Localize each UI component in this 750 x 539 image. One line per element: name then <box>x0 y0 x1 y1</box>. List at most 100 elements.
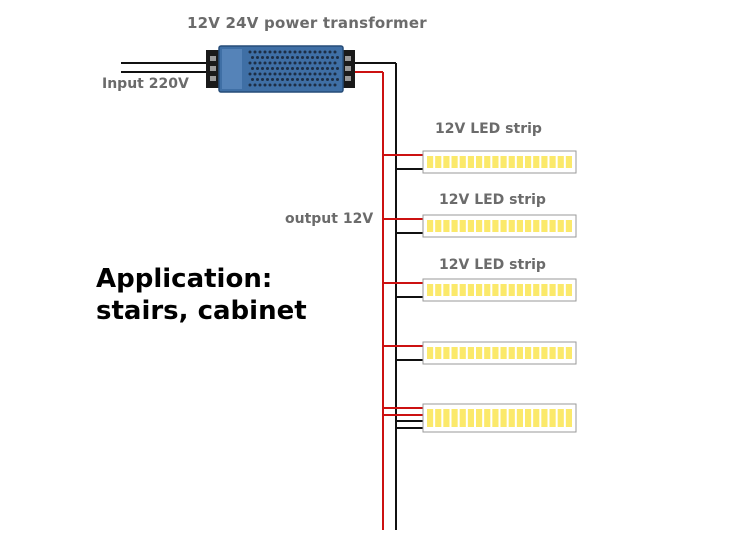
vent-hole <box>293 50 297 54</box>
vent-hole <box>336 67 339 70</box>
vent-hole <box>298 61 302 65</box>
led-chip <box>492 347 499 359</box>
vent-hole <box>308 72 312 76</box>
led-chip <box>467 156 474 168</box>
strip-label-1: 12V LED strip <box>435 121 542 137</box>
vent-hole <box>276 67 279 70</box>
vent-hole <box>298 50 302 54</box>
vent-hole <box>258 72 262 76</box>
vent-hole <box>303 61 307 65</box>
vent-hole <box>326 78 329 81</box>
led-chip <box>533 347 540 359</box>
vent-hole <box>318 50 322 54</box>
led-chip <box>516 156 523 168</box>
vent-hole <box>248 72 252 76</box>
vent-hole <box>313 61 317 65</box>
vent-hole <box>251 56 254 59</box>
vent-hole <box>281 78 284 81</box>
vent-hole <box>278 61 282 65</box>
led-chip <box>435 409 442 427</box>
led-chip <box>557 156 564 168</box>
led-chip <box>467 220 474 232</box>
led-chip <box>557 347 564 359</box>
vent-hole <box>328 61 332 65</box>
led-chip <box>476 284 483 296</box>
vent-hole <box>266 67 269 70</box>
vent-hole <box>306 67 309 70</box>
led-chip <box>565 220 572 232</box>
vent-hole <box>316 78 319 81</box>
vent-hole <box>248 83 252 87</box>
led-chip <box>549 156 556 168</box>
led-chip <box>435 347 442 359</box>
vent-hole <box>258 50 262 54</box>
vent-hole <box>308 83 312 87</box>
vent-hole <box>333 61 337 65</box>
led-chip <box>451 347 458 359</box>
vent-hole <box>301 56 304 59</box>
led-chip <box>500 284 507 296</box>
led-chip <box>459 220 466 232</box>
vent-hole <box>308 61 312 65</box>
led-chip <box>435 284 442 296</box>
led-chip <box>500 156 507 168</box>
vent-hole <box>331 78 334 81</box>
vent-hole <box>286 56 289 59</box>
led-chip <box>541 409 548 427</box>
led-chip <box>508 347 515 359</box>
vent-hole <box>253 83 257 87</box>
led-chip <box>516 284 523 296</box>
vent-hole <box>331 56 334 59</box>
led-chip <box>476 409 483 427</box>
vent-hole <box>248 50 252 54</box>
vent-hole <box>253 61 257 65</box>
vent-hole <box>313 50 317 54</box>
led-chip <box>565 347 572 359</box>
vent-hole <box>321 56 324 59</box>
vent-hole <box>311 56 314 59</box>
led-strip <box>383 278 577 302</box>
vent-hole <box>261 56 264 59</box>
led-chip <box>467 347 474 359</box>
led-chip <box>565 284 572 296</box>
vent-hole <box>263 83 267 87</box>
led-chip <box>541 347 548 359</box>
led-chip <box>565 156 572 168</box>
vent-hole <box>268 72 272 76</box>
led-chip <box>427 347 434 359</box>
vent-hole <box>266 78 269 81</box>
led-chip <box>516 347 523 359</box>
vent-hole <box>263 72 267 76</box>
vent-hole <box>303 83 307 87</box>
transformer-title: 12V 24V power transformer <box>187 14 427 32</box>
vent-hole <box>288 83 292 87</box>
vent-hole <box>323 61 327 65</box>
led-chip <box>484 220 491 232</box>
led-chip <box>500 220 507 232</box>
led-chip <box>500 347 507 359</box>
vent-hole <box>336 56 339 59</box>
led-chip <box>459 284 466 296</box>
led-chip <box>549 220 556 232</box>
transformer-vent-grid <box>248 50 339 87</box>
vent-hole <box>251 67 254 70</box>
led-strip <box>383 150 577 174</box>
led-chip <box>533 409 540 427</box>
vent-hole <box>326 67 329 70</box>
vent-hole <box>276 78 279 81</box>
led-chip <box>500 409 507 427</box>
led-chip <box>459 347 466 359</box>
vent-hole <box>328 72 332 76</box>
led-chip <box>525 220 532 232</box>
vent-hole <box>253 72 257 76</box>
vent-hole <box>291 78 294 81</box>
vent-hole <box>301 67 304 70</box>
vent-hole <box>288 50 292 54</box>
led-chip <box>508 220 515 232</box>
led-chip <box>476 220 483 232</box>
vent-hole <box>323 50 327 54</box>
vent-hole <box>278 50 282 54</box>
led-chip <box>451 156 458 168</box>
